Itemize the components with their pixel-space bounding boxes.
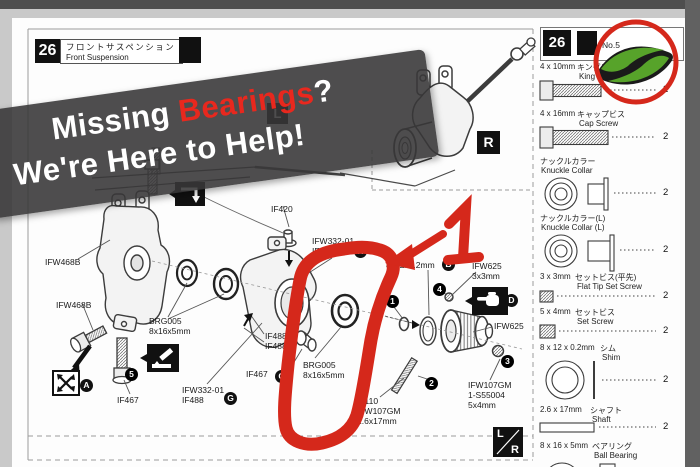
part-label: IF467 [117,395,139,405]
part-label: 8x12x0.2mm [386,260,435,270]
step-title-jp: フロントサスペンション [66,42,176,52]
letter-badge-b: B [442,258,455,271]
part-qty: 2 [663,290,669,301]
letter-badge-h: H [354,245,367,258]
part-name-en: Knuckle Collar [541,166,593,175]
bag-number-label: No.5 [602,40,620,50]
photo-right-edge [685,0,700,467]
part-size: 8 x 12 x 0.2mm [540,343,595,352]
part-name-jp: ナックルカラー(L) [540,214,606,223]
part-name-jp: セットビス [575,308,615,317]
part-name-en: King Pin [579,72,609,81]
part-label: IFW468B [56,300,92,310]
sidebar-part-icons [539,80,656,467]
part-name-jp: セットビス(平先) [575,273,637,282]
pointing-hand-icon [465,287,508,315]
part-name-en: Knuckle Collar (L) [541,223,605,232]
part-qty: 2 [663,325,669,336]
apply-compound-icon [140,344,179,372]
number-badge-3: 3 [501,355,514,368]
step-number: 26 [35,39,60,63]
part-name-jp: シャフト [590,406,622,415]
letter-badge-a: A [80,379,93,392]
number-badge-2: 2 [425,377,438,390]
letter-badge-g: G [224,392,237,405]
part-name-jp: ナックルカラー [540,157,596,166]
number-badge-4: 4 [433,283,446,296]
cross-arrows-icon [52,370,80,396]
part-label: IF420 [271,204,293,214]
part-size: 2.6 x 17mm [540,405,582,414]
part-qty: 2 [663,244,669,255]
part-name-en: Shaft [592,415,611,424]
part-size: 4 x 16mm [540,109,576,118]
letter-badge-d: D [505,294,518,307]
part-name-en: Flat Tip Set Screw [577,282,642,291]
part-name-en: Ball Bearing [594,451,638,460]
sidebar-step-number: 26 [543,30,571,56]
part-size: 4 x 10mm [540,62,576,71]
parts-bag-icon-box [577,31,597,55]
part-size: 8 x 16 x 5mm [540,441,589,450]
photo-top-edge [0,0,700,9]
letter-badge-c: C [275,370,288,383]
part-qty: 2 [663,374,669,385]
part-name-jp: キャップビス [577,110,625,119]
part-qty: 2 [663,131,669,142]
number-badge-5: 5 [125,368,138,381]
part-name-en: Shim [602,353,621,362]
assembly-order-icon-box [179,37,201,63]
bearing-circled-art [330,293,437,346]
part-name-jp: シム [600,344,616,353]
screws-left-art [70,325,132,385]
part-label: IFW625 [494,321,524,331]
part-name-jp: ベアリング [592,442,632,451]
orientation-lr-box: L R [493,427,523,457]
orientation-right-box: R [477,131,500,154]
bearing-pair-art [175,258,240,301]
part-name-en: Cap Screw [579,119,619,128]
part-qty: 2 [663,84,669,95]
part-label: IF467 [246,369,268,379]
part-size: 5 x 4mm [540,307,571,316]
part-qty: 2 [663,187,669,198]
part-size: 3 x 3mm [540,272,571,281]
part-qty: 2 [663,421,669,432]
part-label: IFW468B [45,257,81,267]
part-name-en: Set Screw [577,317,614,326]
number-badge-1: 1 [386,295,399,308]
step-title: フロントサスペンション Front Suspension [60,39,183,64]
step-title-en: Front Suspension [66,53,129,62]
